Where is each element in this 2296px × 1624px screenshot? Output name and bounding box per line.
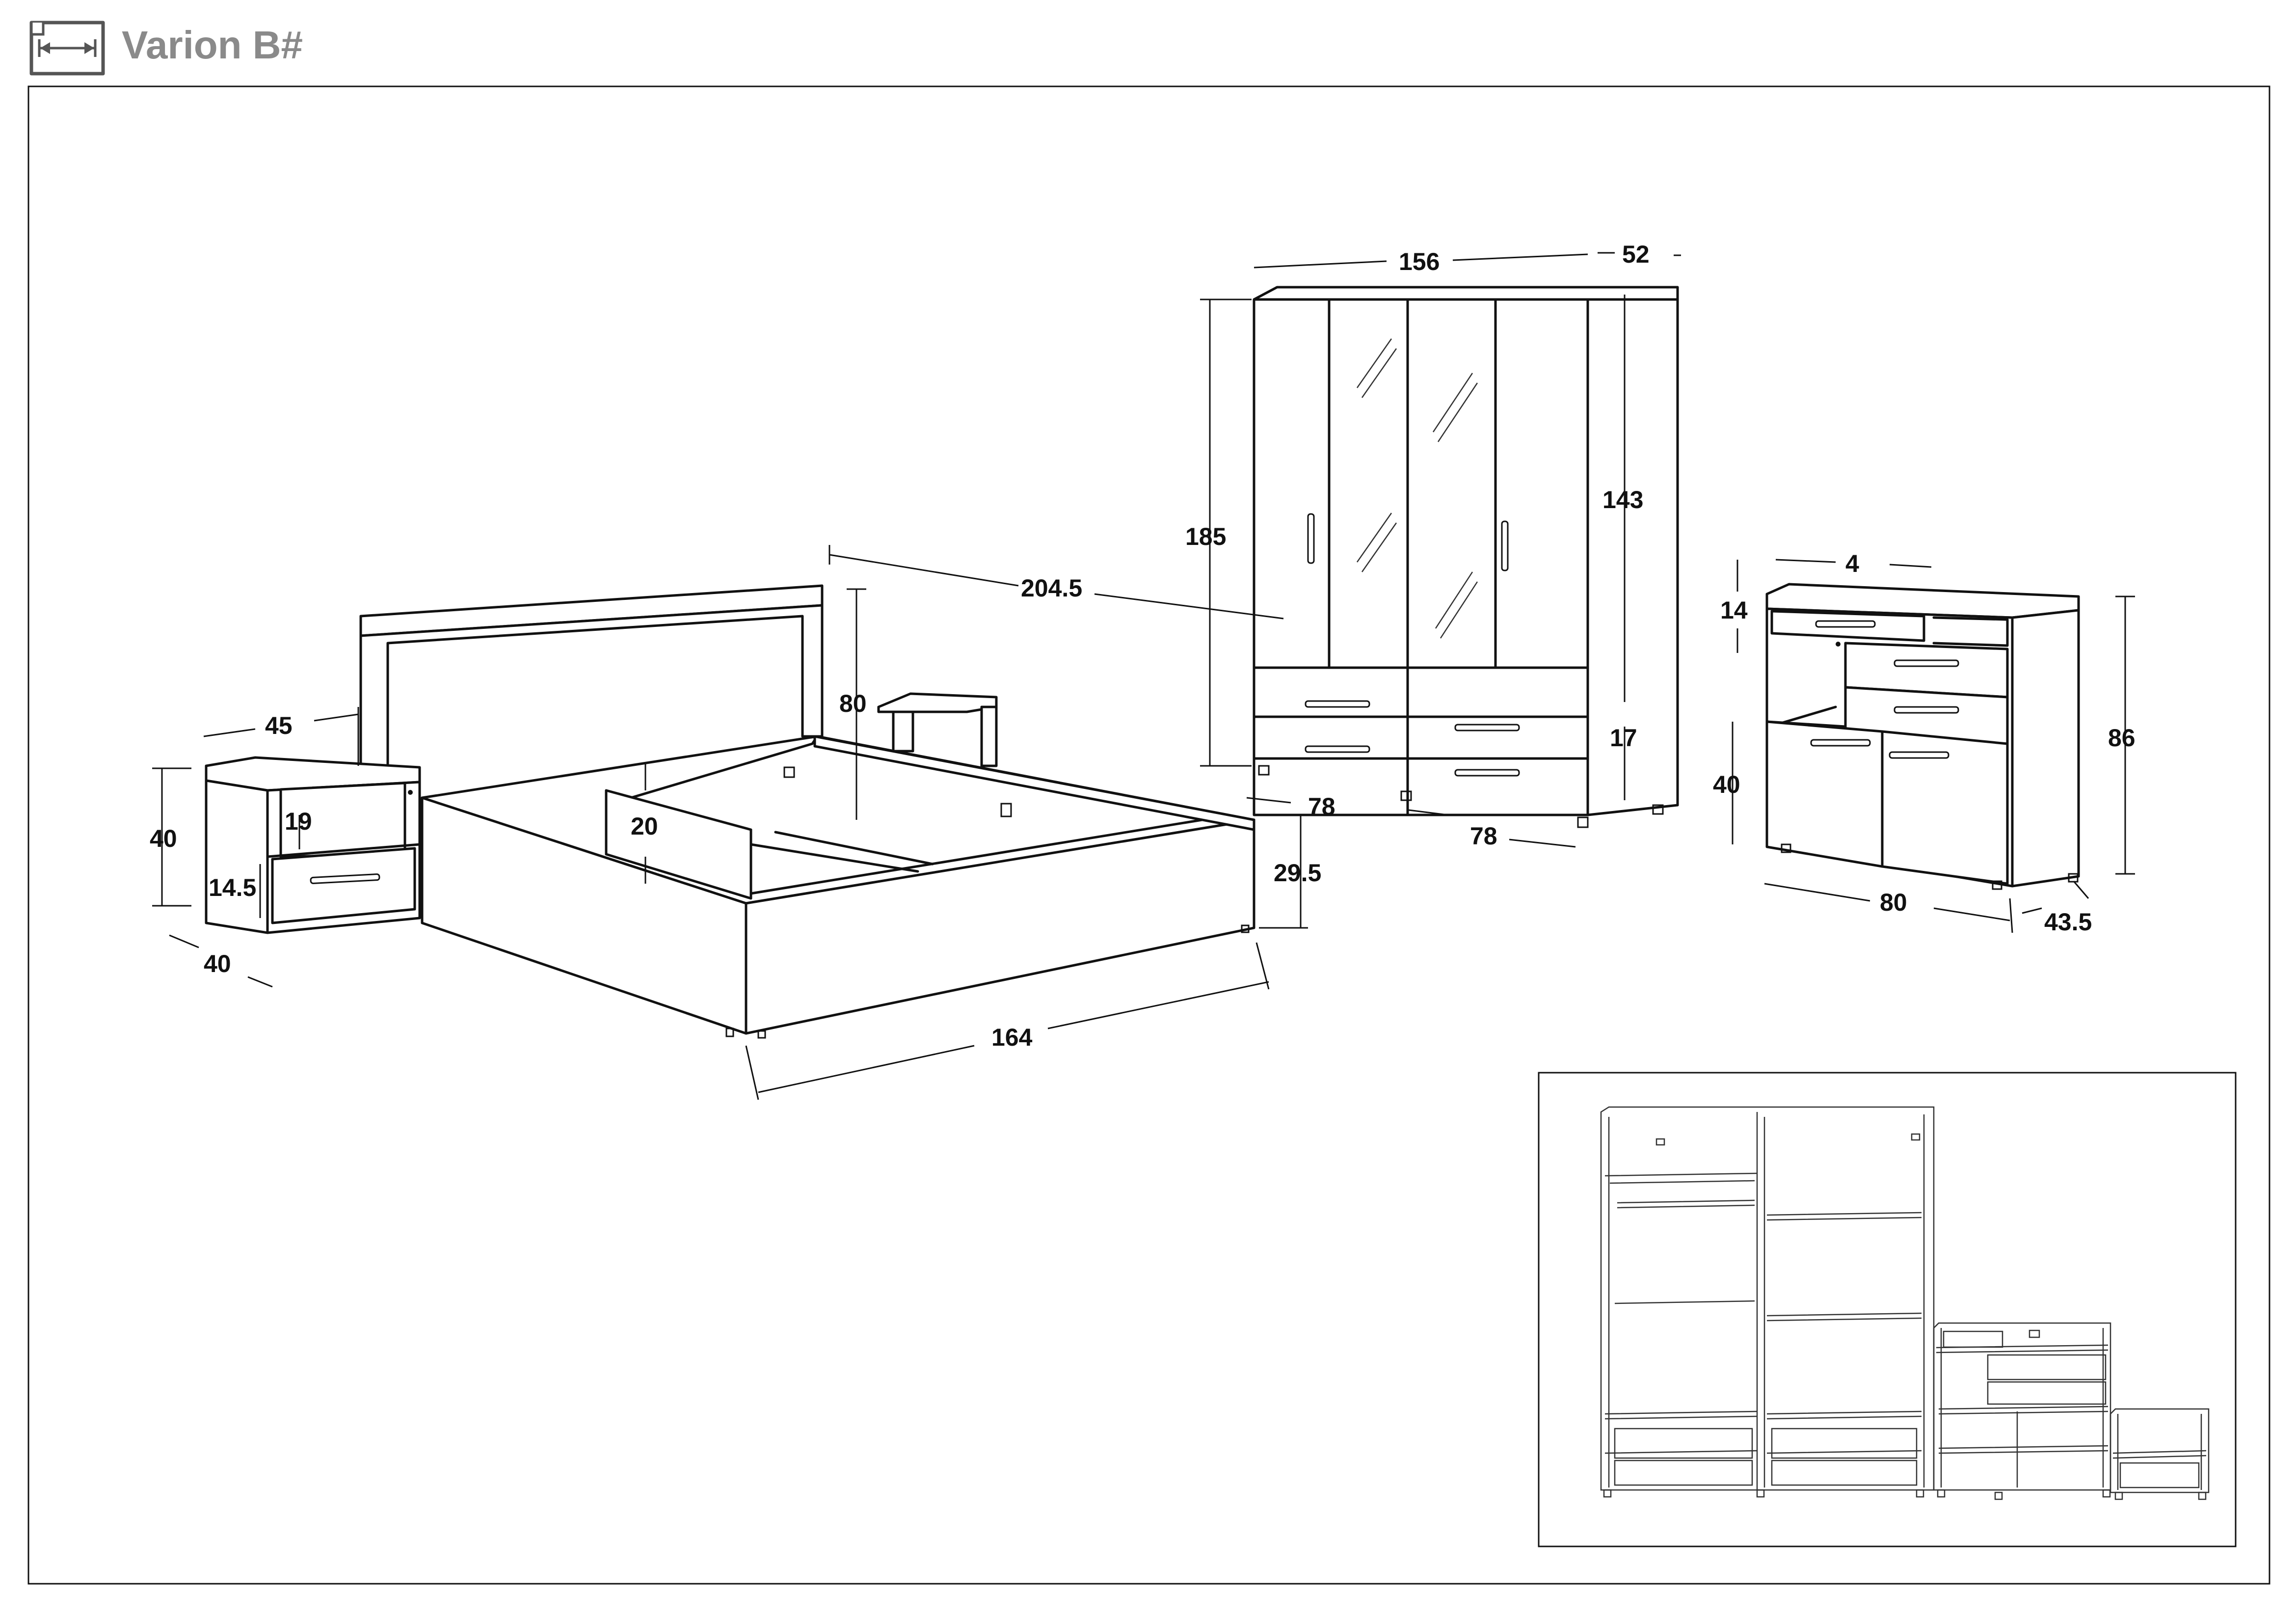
dim-sideboard-door-height: 40 [1713, 771, 1740, 798]
dim-sideboard-top-drawer-width: 4 [1845, 550, 1859, 577]
dim-sideboard-height: 86 [2108, 724, 2136, 752]
drawing-frame [27, 85, 2270, 1585]
dim-sideboard-width: 80 [1880, 889, 1907, 916]
dim-nightstand-depth: 40 [204, 950, 231, 977]
dim-sideboard-depth: 43.5 [2044, 908, 2092, 936]
dim-wardrobe-height: 185 [1185, 523, 1226, 550]
document-title: Varion B# [122, 23, 303, 67]
nightstand-illustration [205, 756, 421, 934]
dim-nightstand-shelf: 19 [285, 808, 312, 835]
dim-nightstand-height: 40 [150, 825, 177, 852]
dim-wardrobe-door-height: 143 [1602, 486, 1643, 514]
dim-bed-inner-depth: 20 [631, 812, 658, 840]
sideboard-illustration [1765, 583, 2080, 890]
dim-bed-headboard-height: 80 [839, 690, 867, 717]
dim-bed-length: 204.5 [1021, 574, 1082, 602]
bed-illustration [359, 584, 1255, 1039]
width-dimension-icon [29, 21, 105, 76]
dim-sideboard-top-drawer-height: 14 [1720, 596, 1748, 624]
dim-wardrobe-left-width: 78 [1308, 793, 1335, 820]
interior-view-inset [1538, 1072, 2237, 1547]
dimension-lines [152, 252, 2135, 1100]
dim-wardrobe-drawer-height: 17 [1610, 724, 1637, 752]
dim-wardrobe-width: 156 [1399, 248, 1440, 275]
wardrobe-illustration [1253, 286, 1679, 828]
dim-bed-frame-height: 29.5 [1274, 859, 1321, 887]
dim-nightstand-drawer: 14.5 [209, 874, 256, 901]
dim-wardrobe-right-width: 78 [1470, 822, 1497, 850]
dim-wardrobe-depth: 52 [1622, 241, 1650, 268]
dimension-labels: 204.5 80 20 29.5 164 45 40 19 14.5 40 15… [150, 241, 2136, 1051]
dim-bed-width: 164 [991, 1024, 1033, 1051]
dim-nightstand-width: 45 [265, 712, 293, 739]
